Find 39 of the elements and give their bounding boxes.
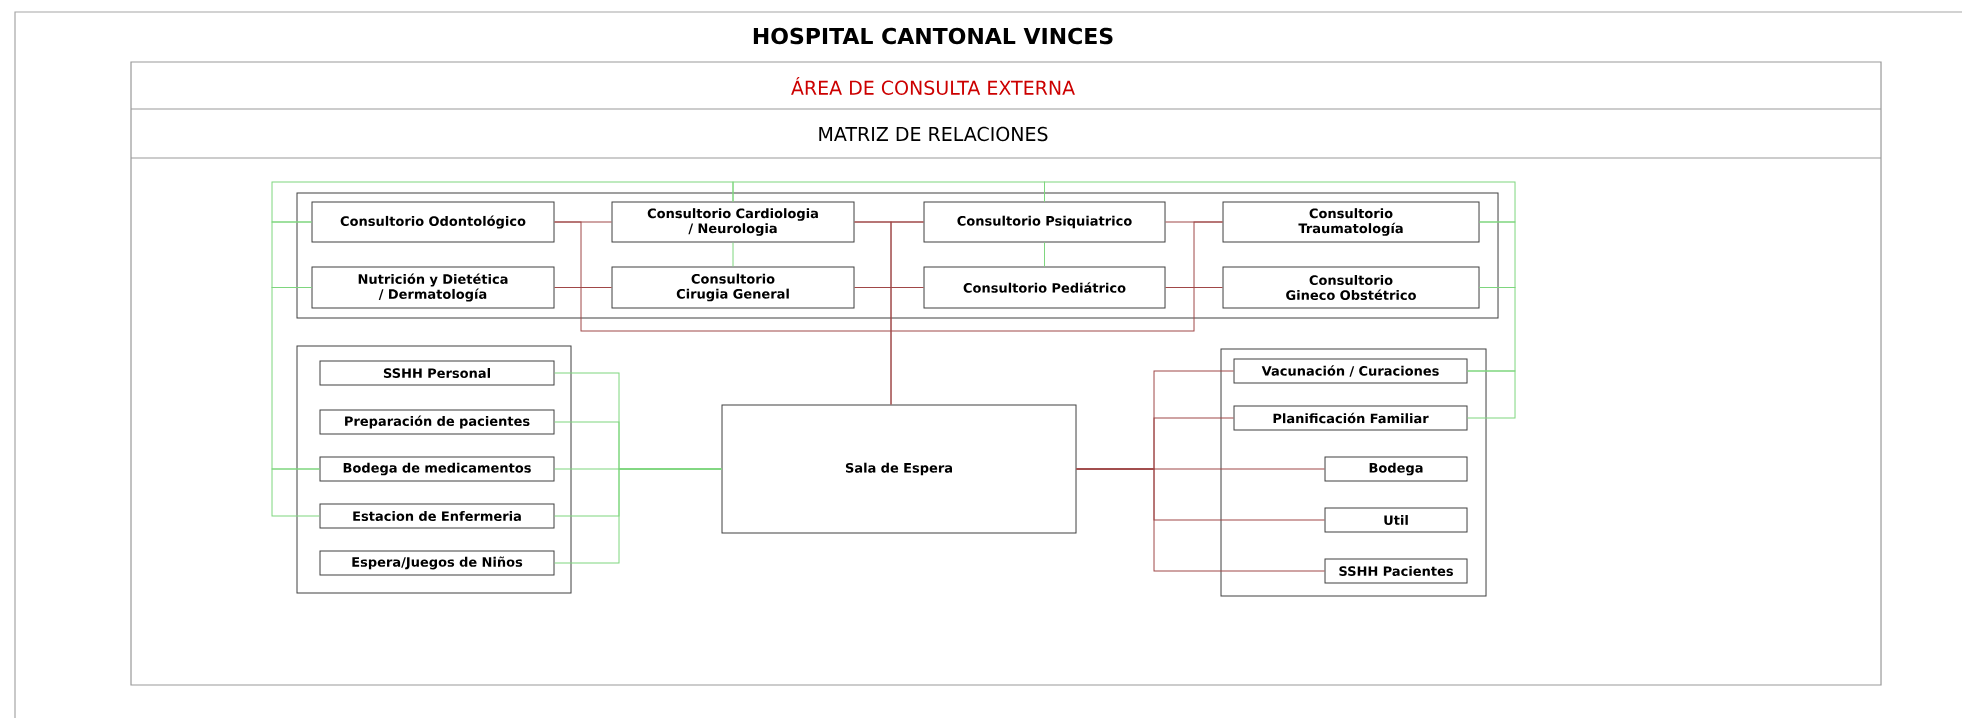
connector-line: [1165, 287, 1223, 288]
connector-line: [271, 221, 312, 288]
connector-line: [554, 468, 722, 564]
connector-line: [1479, 221, 1516, 288]
connector-line: [854, 287, 924, 288]
room-box: Consultorio Gineco Obstétrico: [1222, 266, 1480, 309]
connector-line: [554, 287, 612, 288]
connector-line: [732, 242, 734, 267]
room-box: Consultorio Odontológico: [311, 201, 555, 243]
room-box: Espera/Juegos de Niños: [319, 550, 555, 576]
connector-line: [554, 221, 1223, 332]
room-box: Bodega: [1324, 456, 1468, 482]
title: HOSPITAL CANTONAL VINCES: [753, 27, 1113, 45]
room-box: Nutrición y Dietética / Dermatología: [311, 266, 555, 309]
room-box: Bodega de medicamentos: [319, 456, 555, 482]
room-box: Consultorio Cardiologia / Neurologia: [611, 201, 855, 243]
connector-line: [1044, 181, 1516, 223]
room-box: Consultorio Traumatología: [1222, 201, 1480, 243]
room-box: Consultorio Cirugia General: [611, 266, 855, 309]
band-heading: ÁREA DE CONSULTA EXTERNA: [791, 77, 1075, 95]
band-heading: MATRIZ DE RELACIONES: [819, 126, 1048, 142]
room-box: Util: [1324, 507, 1468, 533]
room-box: Consultorio Pediátrico: [923, 266, 1166, 309]
room-box: Vacunación / Curaciones: [1233, 358, 1468, 384]
room-box: Preparación de pacientes: [319, 409, 555, 435]
room-box: Estacion de Enfermeria: [319, 503, 555, 529]
room-box: Sala de Espera: [721, 404, 1077, 534]
room-box: Planificación Familiar: [1233, 405, 1468, 431]
room-box: SSHH Personal: [319, 360, 555, 386]
room-box: SSHH Pacientes: [1324, 558, 1468, 584]
connector-line: [271, 181, 734, 223]
room-box: Consultorio Psiquiatrico: [923, 201, 1166, 243]
connector-line: [271, 468, 320, 517]
connector-line: [890, 221, 924, 405]
connector-line: [1044, 242, 1045, 267]
connector-line: [1076, 468, 1325, 572]
connector-line: [1467, 370, 1516, 419]
connector-line: [271, 287, 320, 470]
connector-line: [732, 181, 1045, 202]
